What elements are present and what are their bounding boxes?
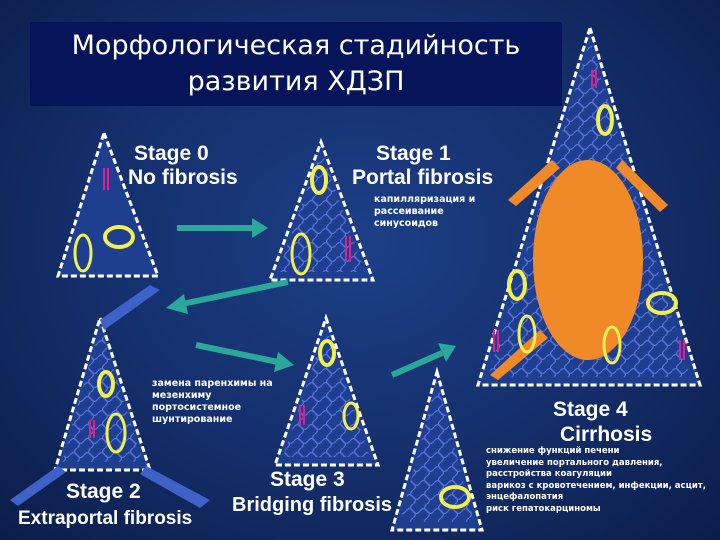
title-line-1: Морфологическая стадийность — [30, 30, 562, 61]
septum-spike — [100, 285, 160, 330]
stage2-name: Stage 2 — [66, 480, 141, 504]
note-line: синусоидов — [374, 218, 475, 230]
arrow-stage3-to-stage4 — [392, 343, 456, 375]
note-line: замена паренхимы на — [152, 378, 273, 390]
stage1-note: капилляризация и рассеивание синусоидов — [374, 194, 475, 230]
stage1-label: Portal fibrosis — [352, 166, 493, 190]
stage3-name: Stage 3 — [270, 468, 345, 492]
stage4-name: Stage 4 — [553, 398, 628, 422]
note-line: энцефалопатия — [486, 492, 706, 504]
stage0-label: No fibrosis — [128, 166, 238, 190]
title-line-2: развития ХДЗП — [30, 66, 562, 97]
note-line: варикоз с кровотечением, инфекции, асцит… — [486, 481, 706, 493]
note-line: портосистемное — [152, 402, 273, 414]
title-banner: Морфологическая стадийность развития ХДЗ… — [30, 22, 562, 106]
stage1-lobule — [270, 142, 373, 280]
cirrhotic-nodule — [533, 160, 643, 360]
stage2-note: замена паренхимы на мезенхиму портосисте… — [152, 378, 273, 426]
note-line: снижение функций печени — [486, 446, 706, 458]
note-line: риск гепатокарциномы — [486, 504, 706, 516]
arrow-stage1-to-stage2 — [166, 282, 288, 314]
arrow-stage0-to-stage1 — [177, 218, 268, 238]
note-line: капилляризация и — [374, 194, 475, 206]
stage2-label: Extraportal fibrosis — [18, 508, 192, 530]
stage4-note: снижение функций печени увеличение порта… — [486, 446, 706, 515]
arrow-stage2-to-stage3 — [196, 345, 294, 372]
septum-spike — [10, 466, 66, 506]
stage0-name: Stage 0 — [134, 142, 209, 166]
note-line: рассеивание — [374, 206, 475, 218]
stage1-name: Stage 1 — [376, 142, 451, 166]
septum-spike — [140, 466, 210, 508]
note-line: расстройства коагуляции — [486, 469, 706, 481]
note-line: увеличение портального давления, — [486, 458, 706, 470]
stage3-label: Bridging fibrosis — [232, 494, 392, 517]
stage4-label: Cirrhosis — [560, 423, 652, 447]
note-line: шунтирование — [152, 414, 273, 426]
note-line: мезенхиму — [152, 390, 273, 402]
